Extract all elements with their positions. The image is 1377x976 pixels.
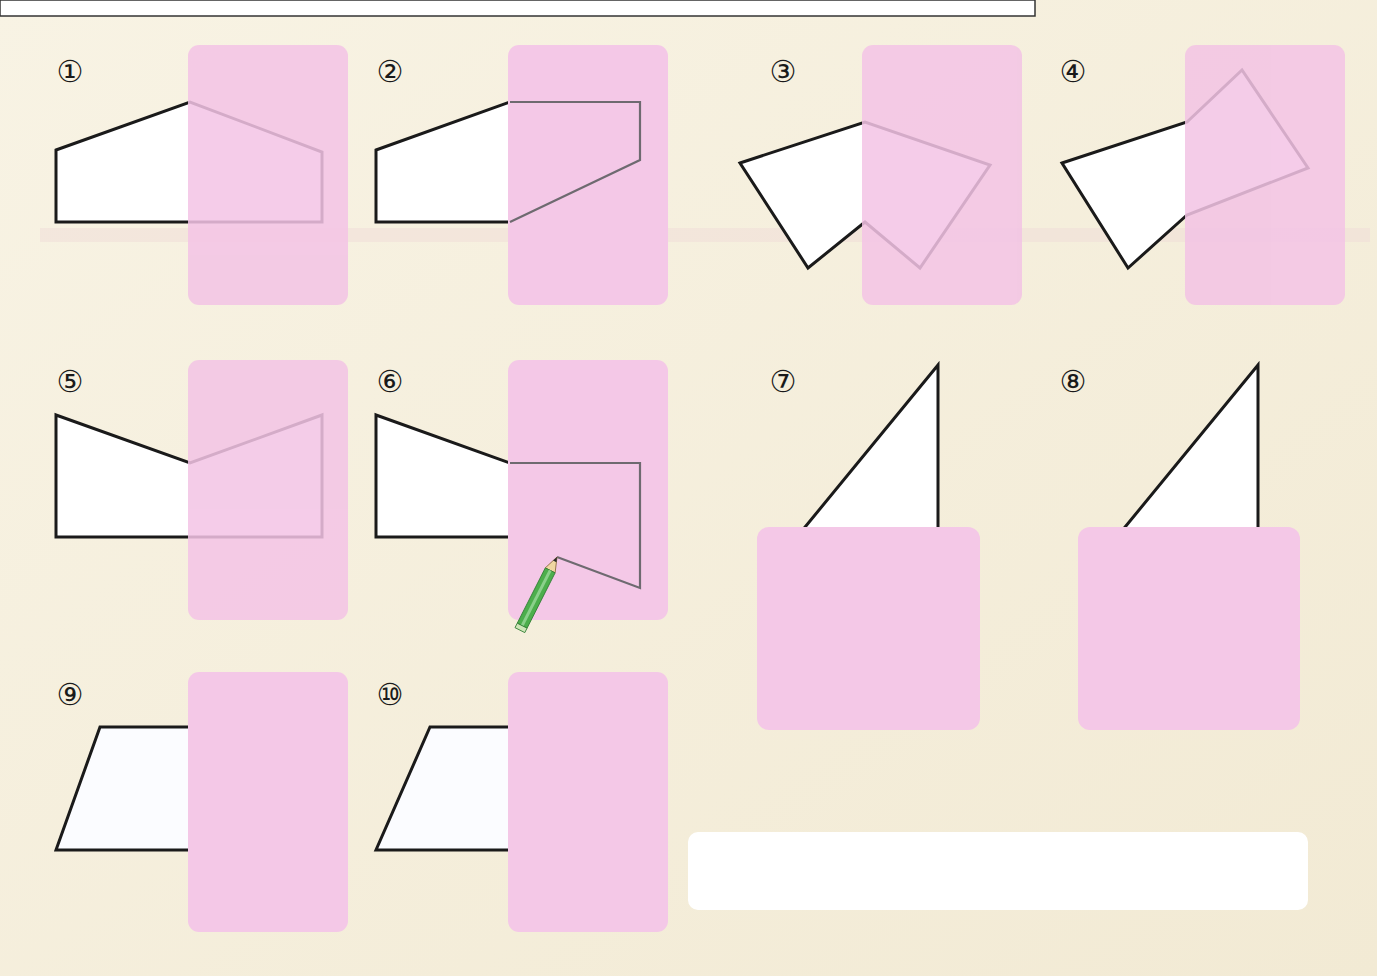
callout-number: ① (57, 57, 84, 87)
pencil (515, 555, 562, 633)
callout-number: ⑩ (377, 680, 404, 710)
pencil-body (517, 568, 555, 628)
callout-number: ④ (1060, 57, 1087, 87)
callout-number: ⑤ (57, 367, 84, 397)
pink-card (508, 672, 668, 932)
pink-card (757, 527, 980, 730)
pink-card (1078, 527, 1300, 730)
pencil-end (515, 623, 527, 632)
drawn-line (510, 463, 640, 588)
pink-card (508, 360, 668, 620)
pencil-lead (553, 556, 559, 562)
pink-card (508, 45, 668, 305)
pink-card (1185, 45, 1345, 305)
callout-number: ③ (770, 57, 797, 87)
callout-number: ⑧ (1060, 367, 1087, 397)
pencil-shine (521, 570, 552, 627)
callout-number: ⑨ (57, 680, 84, 710)
pink-card (188, 672, 348, 932)
callout-number: ⑦ (770, 367, 797, 397)
top-strip (0, 0, 1035, 16)
callout-number: ⑥ (377, 367, 404, 397)
callout-number: ② (377, 57, 404, 87)
figure-shape (56, 727, 200, 850)
figure-shape (376, 727, 520, 850)
pink-card (862, 45, 1022, 305)
drawn-line (510, 102, 640, 222)
blank-patch (688, 832, 1308, 910)
pink-card (188, 360, 348, 620)
pink-card (188, 45, 348, 305)
